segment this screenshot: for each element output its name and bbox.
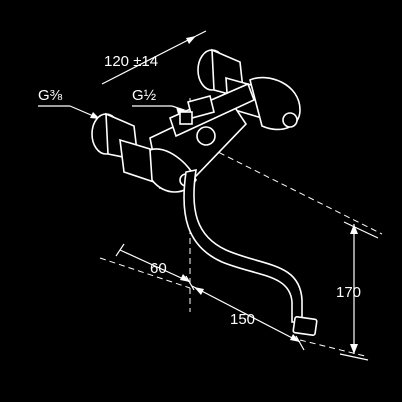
thread-callout-inlet: G⅜ [38,87,100,119]
dimension-60: 60 [115,243,195,291]
thread-callout-outlet: G½ [132,87,186,114]
spout [183,168,318,336]
dimension-120: 120 ±14 [101,30,207,85]
mixer-body [149,82,256,193]
dimension-label-spout-height: 170 [336,284,361,301]
dimension-150: 150 [191,285,305,351]
dimension-label-inlet-thread: G⅜ [38,87,63,104]
dimension-170: 170 [336,221,379,361]
dimension-label-spout-reach: 150 [230,311,255,328]
wall-connector-left [91,112,161,186]
dimension-label-centre-distance: 120 ±14 [104,53,158,70]
dimension-label-wall-to-axis: 60 [150,260,167,277]
dimension-label-outlet-thread: G½ [132,87,157,104]
